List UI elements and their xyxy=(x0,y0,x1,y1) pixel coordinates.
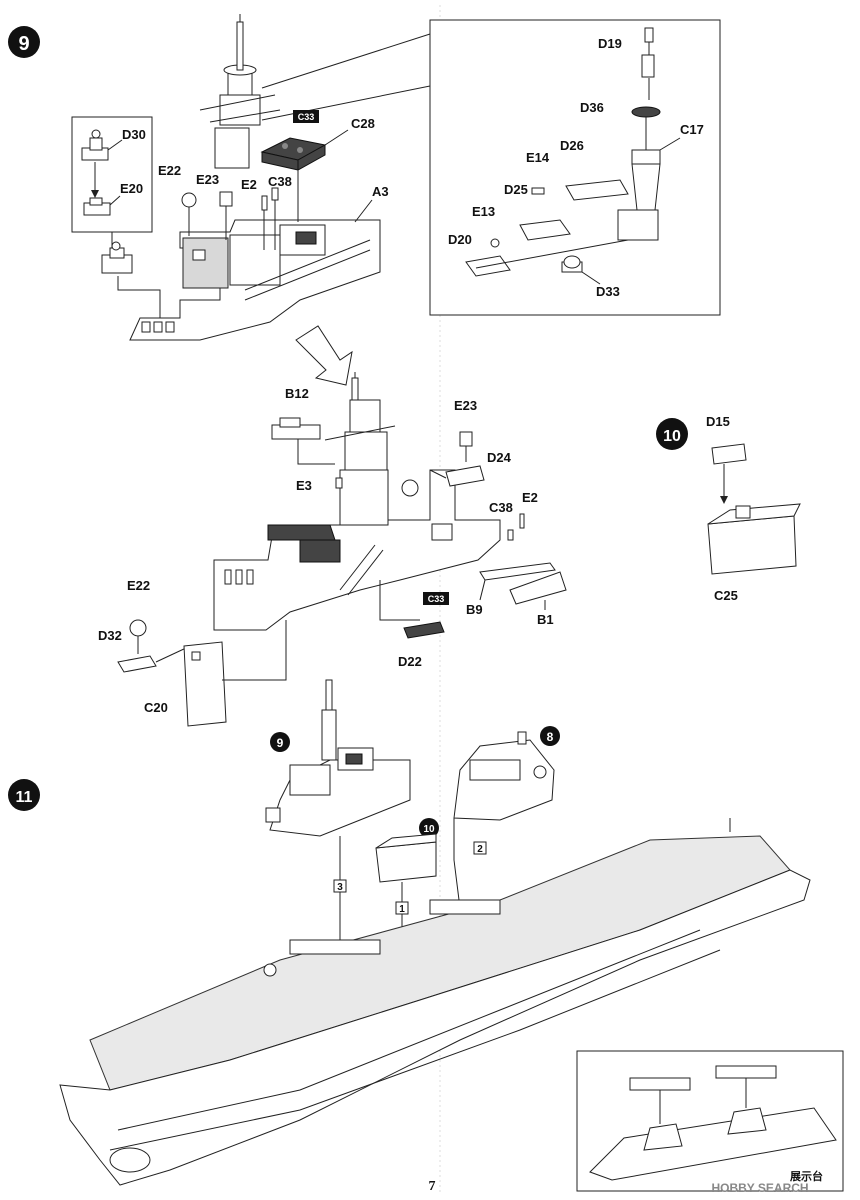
step-box-2 xyxy=(473,841,487,855)
part-e3 xyxy=(335,477,343,489)
label-d24: D24 xyxy=(487,450,512,465)
part-b1 xyxy=(509,571,567,605)
label-c17: C17 xyxy=(680,122,704,137)
step-9: 9 D30 E20 xyxy=(8,14,431,341)
step-box-3 xyxy=(333,879,347,893)
step-11: 11 9 3 8 2 10 xyxy=(8,679,844,1192)
part-e23-b xyxy=(459,431,473,447)
step-9-number: 9 xyxy=(18,33,29,55)
part-b12 xyxy=(271,417,321,440)
part-c38-b xyxy=(507,529,514,541)
label-e14: E14 xyxy=(526,150,550,165)
label-c25: C25 xyxy=(714,588,738,603)
label-b12: B12 xyxy=(285,386,309,401)
part-e23 xyxy=(219,191,233,240)
step-9-continued: B12 E23 xyxy=(98,372,567,727)
step-box-2-text: 2 xyxy=(477,844,483,855)
step-9-badge xyxy=(8,26,40,58)
label-e22-b: E22 xyxy=(127,578,150,593)
label-d36: D36 xyxy=(580,100,604,115)
label-e3: E3 xyxy=(296,478,312,493)
assembly-arrow xyxy=(295,325,353,386)
part-c20 xyxy=(183,641,227,727)
label-e2-b: E2 xyxy=(522,490,538,505)
display-stand xyxy=(589,1065,837,1181)
step-box-1-text: 1 xyxy=(399,904,405,915)
part-d25-e13 xyxy=(490,219,571,248)
part-c38 xyxy=(271,187,279,250)
part-e2 xyxy=(261,195,268,250)
ref-badge-10-text: 10 xyxy=(423,824,435,835)
label-d15: D15 xyxy=(706,414,730,429)
step-11-number: 11 xyxy=(16,789,33,806)
label-d26: D26 xyxy=(560,138,584,153)
part-d30 xyxy=(81,129,109,161)
label-d25: D25 xyxy=(504,182,528,197)
part-d33 xyxy=(561,255,583,273)
part-d24 xyxy=(445,465,485,487)
ref-badge-8-text: 8 xyxy=(547,730,554,744)
subassembly-9 xyxy=(265,679,411,837)
label-e2: E2 xyxy=(241,177,257,192)
tag-c33-text: C33 xyxy=(298,112,315,122)
ref-badge-10 xyxy=(419,818,439,838)
step-10-number: 10 xyxy=(663,428,681,445)
part-d36 xyxy=(631,106,661,118)
label-b9: B9 xyxy=(466,602,483,617)
part-e22-b xyxy=(129,619,147,654)
page-number: 7 xyxy=(429,1179,436,1194)
tag-c33 xyxy=(293,110,319,123)
ref-badge-9-text: 9 xyxy=(277,736,284,750)
part-d15 xyxy=(711,443,747,465)
label-d33: D33 xyxy=(596,284,620,299)
part-c25 xyxy=(707,503,801,575)
island-superstructure-a3 xyxy=(129,14,381,341)
label-d22: D22 xyxy=(398,654,422,669)
mast-detail: D19 D36 C17 E14 D26 D25 E13 xyxy=(429,19,721,316)
part-e20 xyxy=(83,197,111,216)
step-10: 10 D15 C25 xyxy=(656,414,801,603)
step-box-3-text: 3 xyxy=(337,882,343,893)
label-d19: D19 xyxy=(598,36,622,51)
part-e14 xyxy=(531,187,545,195)
label-e13: E13 xyxy=(472,204,495,219)
subassembly-8 xyxy=(453,731,555,821)
subassembly-10 xyxy=(375,833,437,883)
label-c28: C28 xyxy=(351,116,375,131)
label-e23: E23 xyxy=(196,172,219,187)
tag-c33-b xyxy=(423,592,449,605)
part-d19 xyxy=(641,27,655,78)
label-e22: E22 xyxy=(158,163,181,178)
watermark: HOBBY SEARCH xyxy=(711,1181,808,1195)
part-b9 xyxy=(479,562,556,581)
label-d32: D32 xyxy=(98,628,122,643)
step-11-badge xyxy=(8,779,40,811)
part-d22 xyxy=(403,621,445,639)
part-d32 xyxy=(117,655,157,673)
label-a3: A3 xyxy=(372,184,389,199)
label-d30: D30 xyxy=(122,127,146,142)
ref-badge-8 xyxy=(540,726,560,746)
tag-c33-b-text: C33 xyxy=(428,594,445,604)
stand-caption: 展示台 xyxy=(789,1169,823,1183)
label-e23-b: E23 xyxy=(454,398,477,413)
part-e2-b xyxy=(519,513,525,529)
label-c38-b: C38 xyxy=(489,500,513,515)
island-assembly xyxy=(213,372,501,631)
step-box-1 xyxy=(395,901,409,915)
label-c20: C20 xyxy=(144,700,168,715)
part-d30-e20-assembly xyxy=(101,241,133,274)
step-10-badge xyxy=(656,418,688,450)
part-c17 xyxy=(617,149,661,241)
label-d20: D20 xyxy=(448,232,472,247)
label-b1: B1 xyxy=(537,612,554,627)
part-c28 xyxy=(260,137,327,171)
label-c38: C38 xyxy=(268,174,292,189)
part-d26 xyxy=(565,179,629,201)
ship-hull xyxy=(59,818,811,1186)
part-e22 xyxy=(181,192,197,236)
ref-badge-9 xyxy=(270,732,290,752)
label-e20: E20 xyxy=(120,181,143,196)
